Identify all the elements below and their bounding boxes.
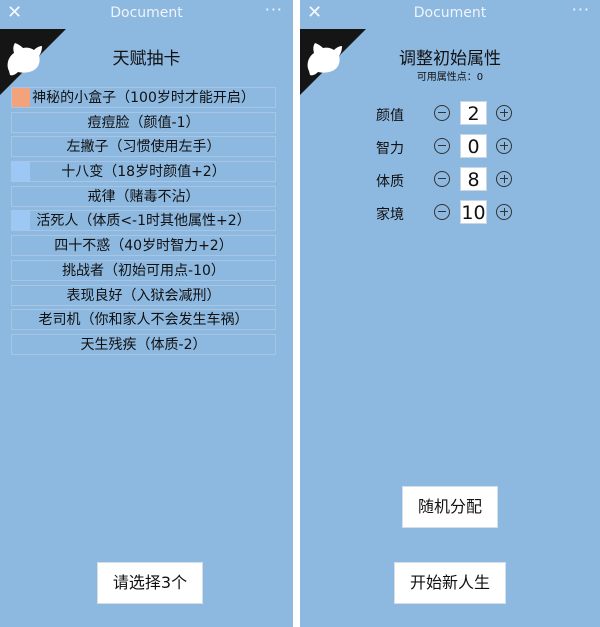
attribute-row: 体质 8 bbox=[376, 167, 596, 193]
talent-item[interactable]: 表现良好（入狱会减刑） bbox=[11, 284, 276, 306]
increase-button[interactable] bbox=[496, 138, 512, 154]
talent-item[interactable]: 挑战者（初始可用点-10） bbox=[11, 259, 276, 281]
talent-label: 挑战者（初始可用点-10） bbox=[62, 262, 225, 279]
talent-item[interactable]: 神秘的小盒子（100岁时才能开启） bbox=[11, 87, 276, 108]
attribute-row: 颜值 2 bbox=[376, 101, 596, 127]
grade-marker bbox=[12, 88, 30, 107]
talent-label: 左撇子（习惯使用左手） bbox=[66, 139, 221, 156]
random-allocate-button[interactable]: 随机分配 bbox=[402, 486, 498, 528]
talent-label: 表现良好（入狱会减刑） bbox=[66, 287, 221, 304]
page-title: 调整初始属性 bbox=[399, 49, 501, 69]
attribute-label: 体质 bbox=[376, 174, 404, 190]
talent-item[interactable]: 老司机（你和家人不会发生车祸） bbox=[11, 309, 276, 331]
talent-label: 活死人（体质<-1时其他属性+2） bbox=[36, 213, 251, 230]
talent-list: 神秘的小盒子（100岁时才能开启） 痘痘脸（颜值-1） 左撇子（习惯使用左手） … bbox=[11, 87, 276, 359]
talent-label: 天生残疾（体质-2） bbox=[80, 336, 207, 353]
attribute-value[interactable]: 0 bbox=[460, 134, 487, 158]
talent-item[interactable]: 左撇子（习惯使用左手） bbox=[11, 136, 276, 158]
close-icon[interactable]: ✕ bbox=[7, 2, 23, 23]
more-options-icon[interactable]: ··· bbox=[264, 0, 283, 19]
grade-marker bbox=[12, 211, 30, 231]
more-options-icon[interactable]: ··· bbox=[571, 0, 590, 19]
decrease-button[interactable] bbox=[434, 204, 450, 220]
github-corner-icon[interactable] bbox=[0, 29, 66, 95]
attribute-value[interactable]: 2 bbox=[460, 101, 487, 125]
talent-draw-pane: ✕ Document ··· 天赋抽卡 神秘的小盒子（100岁时才能开启） 痘痘… bbox=[0, 0, 293, 627]
start-new-life-button[interactable]: 开始新人生 bbox=[394, 562, 506, 604]
attribute-row: 家境 10 bbox=[376, 200, 596, 226]
pane-divider bbox=[293, 0, 300, 627]
attribute-value[interactable]: 10 bbox=[460, 200, 487, 224]
talent-label: 十八变（18岁时颜值+2） bbox=[61, 164, 226, 181]
attribute-value[interactable]: 8 bbox=[460, 167, 487, 191]
available-points: 可用属性点：0 bbox=[416, 72, 484, 83]
talent-item[interactable]: 十八变（18岁时颜值+2） bbox=[11, 161, 276, 183]
github-corner-icon[interactable] bbox=[300, 29, 366, 95]
talent-label: 四十不惑（40岁时智力+2） bbox=[54, 238, 233, 255]
attribute-pane: ✕ Document ··· 调整初始属性 可用属性点：0 颜值 2 智力 0 … bbox=[300, 0, 600, 627]
attribute-row: 智力 0 bbox=[376, 134, 596, 160]
talent-item[interactable]: 戒律（赌毒不沾） bbox=[11, 185, 276, 207]
talent-item[interactable]: 痘痘脸（颜值-1） bbox=[11, 111, 276, 133]
window-title: Document bbox=[413, 5, 487, 21]
window-titlebar: ✕ Document ··· bbox=[0, 0, 293, 28]
talent-label: 老司机（你和家人不会发生车祸） bbox=[38, 312, 249, 329]
attribute-label: 智力 bbox=[376, 141, 404, 157]
page-title: 天赋抽卡 bbox=[112, 49, 181, 69]
attribute-label: 颜值 bbox=[376, 108, 404, 124]
talent-item[interactable]: 活死人（体质<-1时其他属性+2） bbox=[11, 210, 276, 232]
talent-label: 神秘的小盒子（100岁时才能开启） bbox=[32, 90, 255, 106]
attribute-label: 家境 bbox=[376, 207, 404, 223]
increase-button[interactable] bbox=[496, 204, 512, 220]
decrease-button[interactable] bbox=[434, 138, 450, 154]
talent-item[interactable]: 天生残疾（体质-2） bbox=[11, 333, 276, 355]
grade-marker bbox=[12, 162, 30, 182]
select-talents-button[interactable]: 请选择3个 bbox=[97, 562, 203, 604]
decrease-button[interactable] bbox=[434, 105, 450, 121]
close-icon[interactable]: ✕ bbox=[307, 2, 323, 23]
increase-button[interactable] bbox=[496, 105, 512, 121]
window-title: Document bbox=[110, 5, 183, 21]
talent-label: 痘痘脸（颜值-1） bbox=[87, 114, 200, 131]
decrease-button[interactable] bbox=[434, 171, 450, 187]
talent-item[interactable]: 四十不惑（40岁时智力+2） bbox=[11, 235, 276, 257]
increase-button[interactable] bbox=[496, 171, 512, 187]
talent-label: 戒律（赌毒不沾） bbox=[87, 188, 200, 205]
window-titlebar: ✕ Document ··· bbox=[300, 0, 600, 28]
